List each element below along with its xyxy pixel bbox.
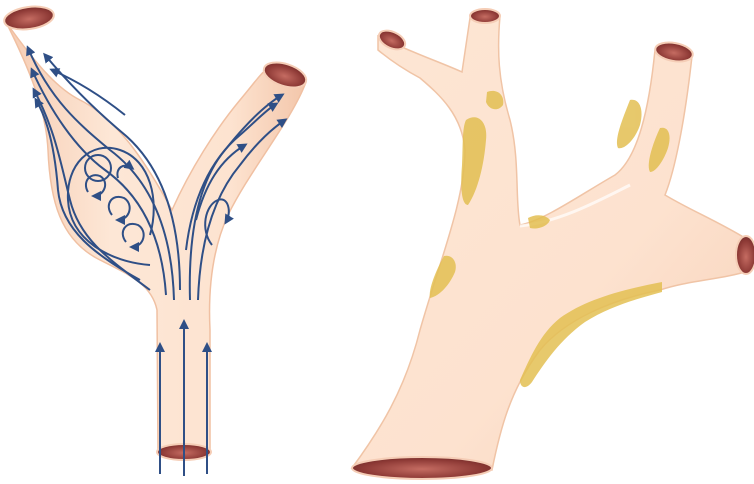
bottom-opening: [352, 457, 492, 479]
flow-bifurcation-panel: [3, 4, 310, 476]
left-branch-opening: [3, 4, 56, 33]
left-vessel-body: [6, 22, 306, 452]
upper-middle-opening: [470, 9, 500, 23]
right-vessel-body: [352, 16, 752, 470]
side-opening: [736, 236, 754, 274]
plaque-distribution-panel: [352, 9, 754, 479]
